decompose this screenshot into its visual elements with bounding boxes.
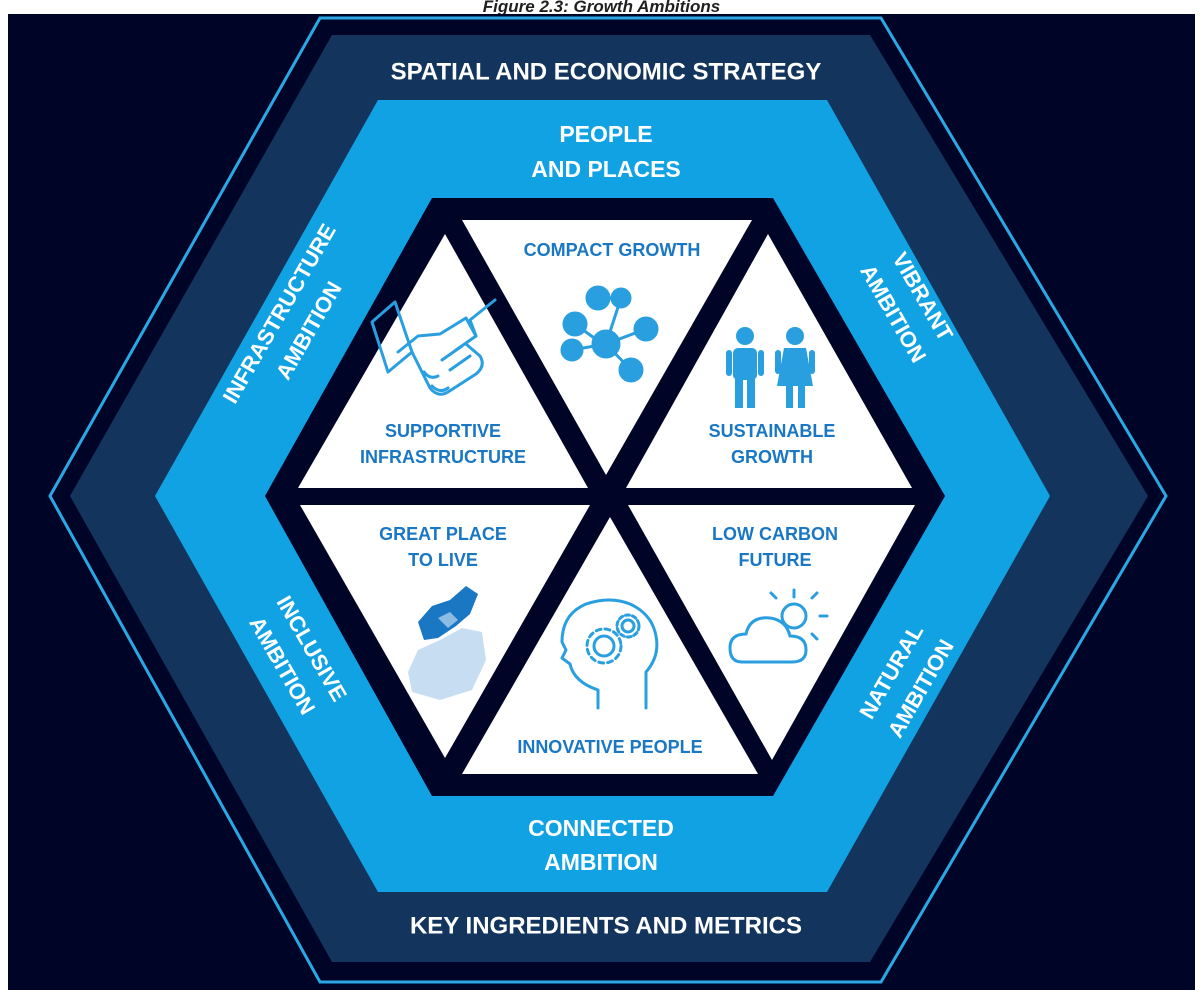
segment-upper-left-label-line2: INFRASTRUCTURE (360, 447, 526, 467)
handshake-icon (370, 298, 497, 396)
pixel-map-icon (408, 586, 486, 700)
people-couple-icon (726, 327, 815, 408)
network-nodes-icon (560, 285, 659, 383)
segment-top-label: COMPACT GROWTH (524, 240, 701, 260)
segment-upper-left-label-line1: SUPPORTIVE (385, 421, 501, 441)
ambition-bottom-line1: CONNECTED (528, 815, 674, 841)
segment-lower-right-label-line2: FUTURE (739, 550, 812, 570)
segment-lower-right-label-line1: LOW CARBON (712, 524, 838, 544)
sun-cloud-icon (728, 588, 829, 664)
ambition-top-line1: PEOPLE (559, 121, 652, 147)
segment-bottom-label: INNOVATIVE PEOPLE (517, 737, 702, 757)
strategy-label-bottom: KEY INGREDIENTS AND METRICS (410, 913, 802, 940)
segment-sustainable-growth (626, 234, 912, 488)
segment-upper-right-label-line1: SUSTAINABLE (709, 421, 836, 441)
strategy-label-top: SPATIAL AND ECONOMIC STRATEGY (391, 59, 822, 86)
segment-innovative-people (462, 517, 758, 774)
ambition-bottom-line2: AMBITION (544, 849, 658, 875)
outer-hexagon-outline (48, 16, 1168, 984)
segment-lower-left-label-line1: GREAT PLACE (379, 524, 507, 544)
segment-upper-right-label-line2: GROWTH (731, 447, 813, 467)
ambition-top-line2: AND PLACES (531, 156, 681, 182)
segment-lower-left-label-line2: TO LIVE (408, 550, 478, 570)
figure-caption: Figure 2.3: Growth Ambitions (482, 0, 721, 14)
head-gears-icon (560, 598, 659, 710)
